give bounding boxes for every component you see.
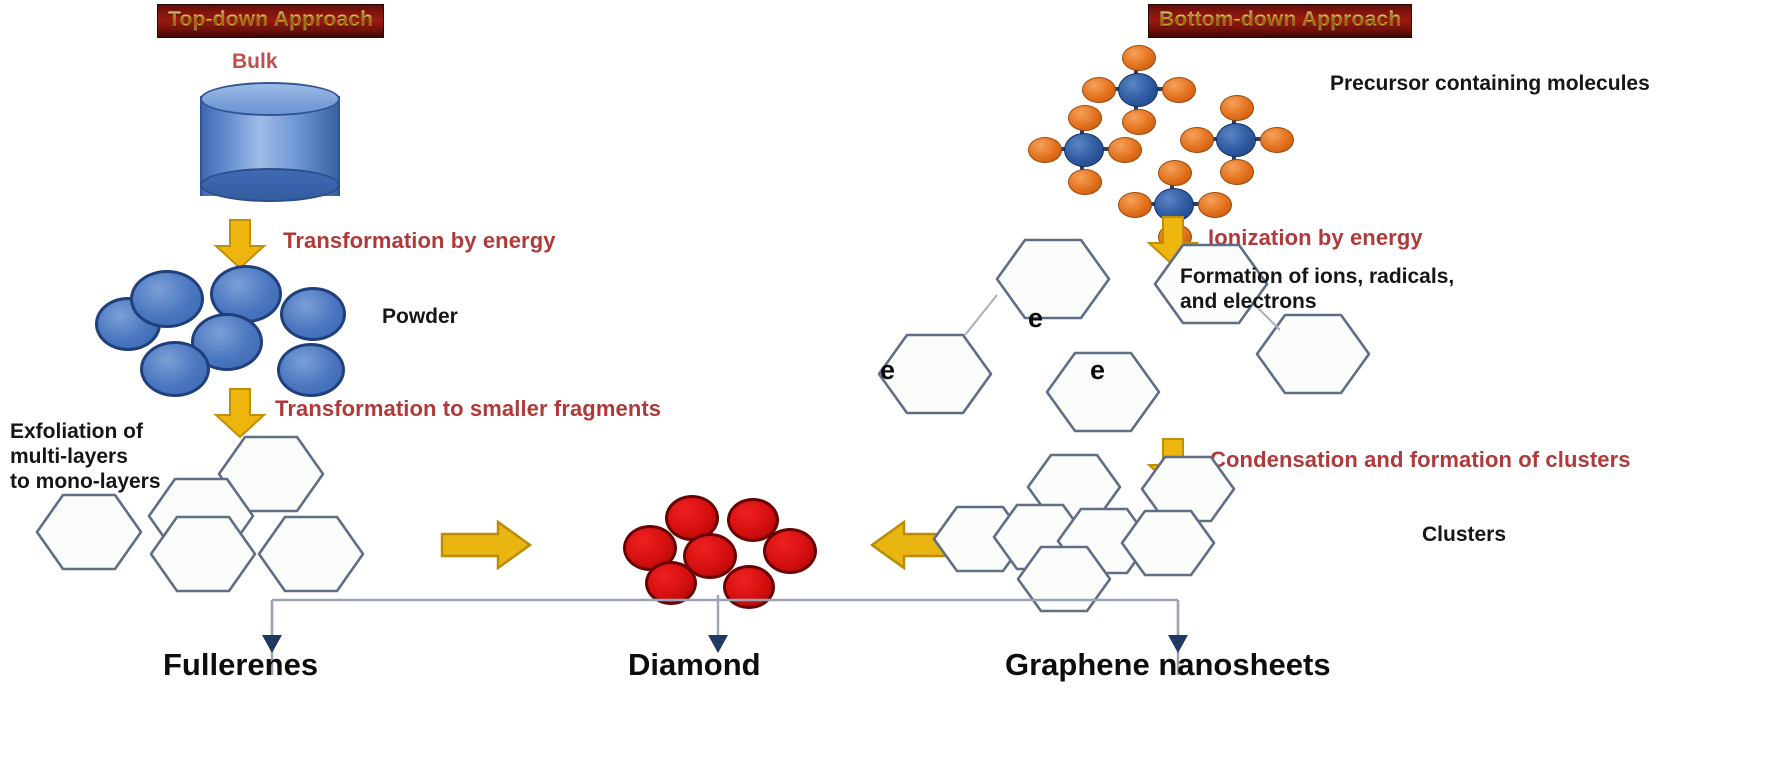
- formation-ions-label: Formation of ions, radicals, and electro…: [1180, 265, 1454, 315]
- precursor-molecule-icon: [1180, 95, 1294, 187]
- top-down-approach-header: Top-down Approach: [157, 4, 385, 38]
- precursor-molecule-icon: [1028, 105, 1142, 197]
- product-label-diamond: Diamond: [628, 647, 761, 682]
- powder-particle-group: [95, 265, 425, 397]
- diamond-particle-icon: [645, 561, 697, 605]
- hexagon-lattice-icon: [35, 435, 365, 593]
- precursor-molecule-icon: [1082, 45, 1196, 137]
- powder-particle-icon: [140, 341, 210, 397]
- exfoliation-line-1: Exfoliation of: [10, 420, 143, 443]
- exfoliation-line-2: multi-layers: [10, 444, 128, 468]
- diamond-particle-icon: [723, 565, 775, 609]
- diamond-particle-icon: [623, 525, 677, 571]
- bottom-down-approach-header: Bottom-down Approach: [1148, 4, 1413, 38]
- electron-label-2: e: [1028, 303, 1044, 333]
- bulk-label: Bulk: [232, 50, 278, 73]
- powder-particle-icon: [280, 287, 346, 341]
- formation-line-2: and electrons: [1180, 289, 1317, 313]
- exfoliation-label: Exfoliation of multi-layers to mono-laye…: [10, 420, 161, 494]
- ionization-by-energy-label: Ionization by energy: [1208, 225, 1423, 250]
- gold-right-arrow-icon: [440, 519, 533, 575]
- gold-right-arrow-svg: [440, 519, 533, 571]
- gold-down-arrow-icon: [212, 218, 268, 275]
- formation-line-1: Formation of ions, radicals,: [1180, 265, 1455, 288]
- transformation-to-fragments-label: Transformation to smaller fragments: [275, 396, 662, 421]
- hexagon-clusters-icon: [932, 453, 1236, 613]
- gold-down-arrow-svg: [213, 219, 267, 270]
- triangle-arrowhead-icon: [262, 635, 1188, 653]
- powder-label: Powder: [382, 305, 458, 328]
- product-connector: [262, 595, 1188, 675]
- product-label-fullerenes: Fullerenes: [163, 647, 319, 682]
- diamond-cluster-icon: [615, 495, 845, 609]
- bottom-down-approach-title: Bottom-down Approach: [1159, 8, 1402, 31]
- diamond-particle-icon: [763, 528, 817, 574]
- gold-down-arrow-icon: [212, 387, 268, 444]
- electron-label-1: e: [880, 355, 896, 385]
- clusters-label: Clusters: [1422, 523, 1507, 546]
- top-down-approach-title: Top-down Approach: [168, 8, 374, 31]
- product-label-graphene: Graphene nanosheets: [1005, 647, 1331, 682]
- precursor-label: Precursor containing molecules: [1330, 72, 1650, 95]
- bulk-cylinder-icon: [200, 82, 340, 222]
- electron-label-3: e: [1090, 355, 1106, 385]
- exfoliation-line-3: to mono-layers: [10, 469, 161, 493]
- condensation-clusters-label: Condensation and formation of clusters: [1210, 447, 1631, 472]
- hexagon-ions-icon: [877, 238, 1371, 433]
- precursor-molecule-group: [1028, 45, 1340, 250]
- gold-down-arrow-svg: [213, 388, 267, 439]
- powder-particle-icon: [277, 343, 345, 397]
- transformation-by-energy-label: Transformation by energy: [283, 228, 556, 253]
- powder-particle-icon: [130, 270, 204, 328]
